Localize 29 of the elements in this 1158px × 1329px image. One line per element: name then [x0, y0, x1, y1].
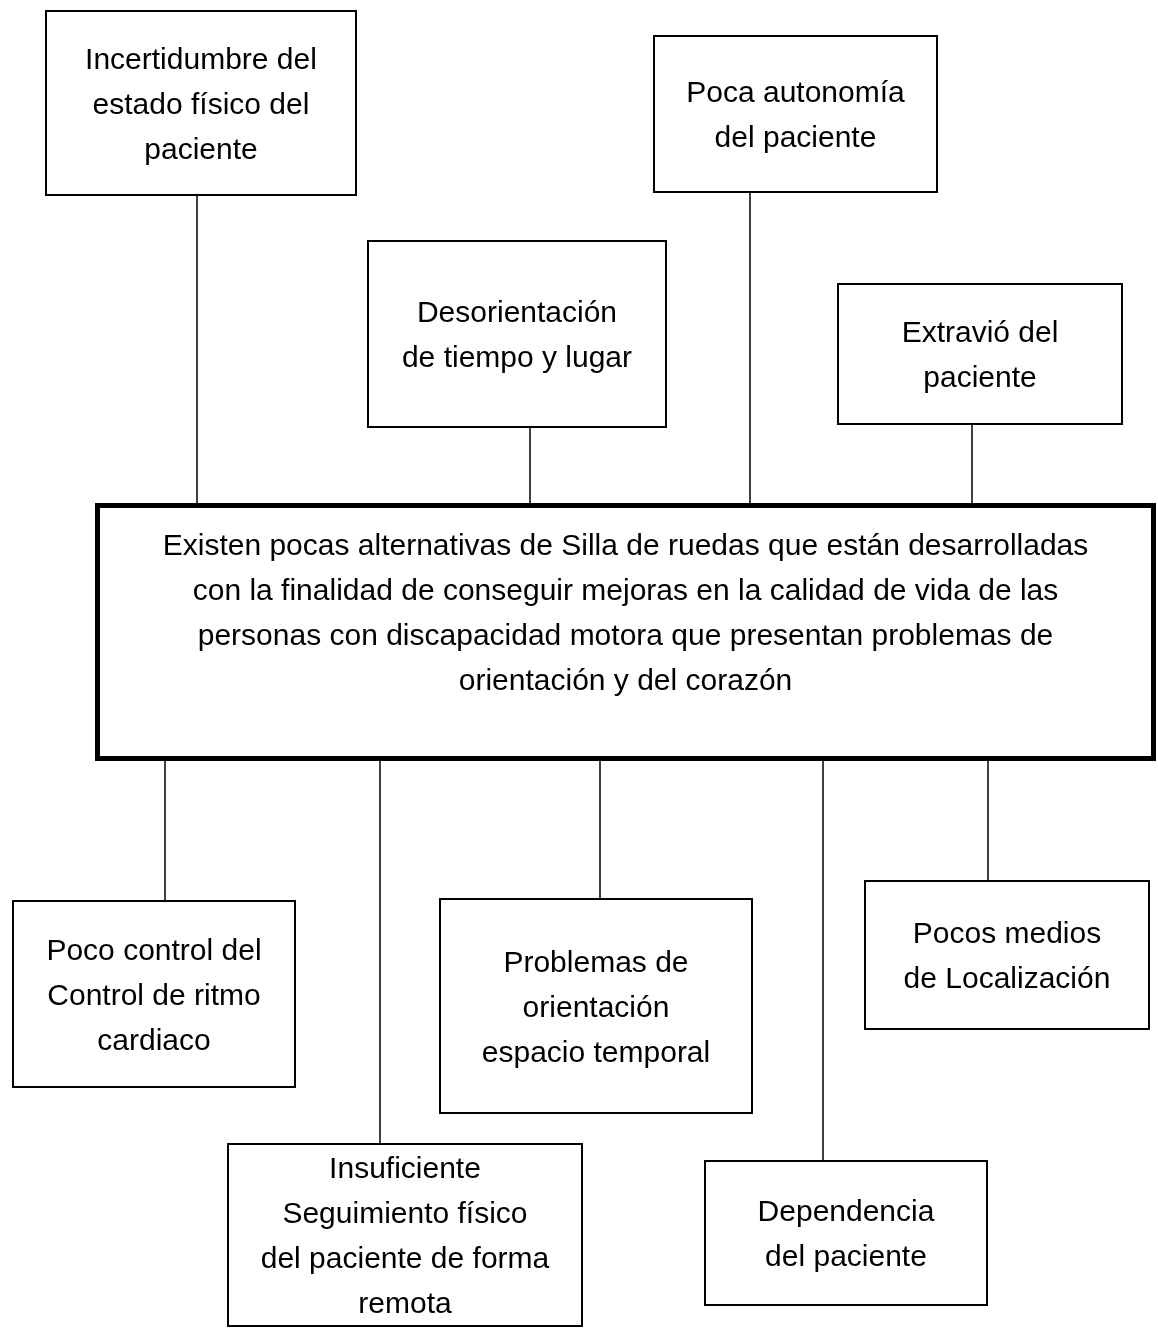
cause-box: [439, 898, 753, 1114]
connector-line: [749, 192, 751, 504]
cause-text: Incertidumbre del estado físico del paciente: [84, 40, 318, 167]
connector-line: [987, 760, 989, 881]
cause-text: Insuficiente Seguimiento físico del paciente de forma remota: [259, 1150, 551, 1321]
cause-box: [45, 10, 357, 196]
connector-line: [164, 760, 166, 901]
connector-line: [822, 760, 824, 1161]
problem-text: Existen pocas alternativas de Silla de ruedas que están desarrolladas con la finalidad de conseguir mejoras en la calidad de vida de las personas con discapacidad motora que presentan problemas de orientación y del corazón: [161, 527, 1090, 698]
connector-line: [971, 424, 973, 504]
cause-box: [864, 880, 1150, 1030]
connector-line: [529, 427, 531, 504]
cause-text: Extravió del paciente: [900, 314, 1060, 395]
cause-box: [653, 35, 938, 193]
cause-box: [12, 900, 296, 1088]
cause-box: [227, 1143, 583, 1327]
problem-box: [95, 503, 1156, 761]
cause-text: Poco control del Control de ritmo cardiaco: [45, 931, 263, 1058]
connector-line: [196, 195, 198, 504]
connector-line: [379, 760, 381, 1144]
cause-box: [367, 240, 667, 428]
cause-text: Desorientación de tiempo y lugar: [400, 294, 634, 375]
cause-box: [837, 283, 1123, 425]
cause-text: Problemas de orientación espacio temporal: [480, 943, 712, 1070]
cause-box: [704, 1160, 988, 1306]
connector-line: [599, 760, 601, 899]
cause-text: Pocos medios de Localización: [902, 915, 1112, 996]
cause-text: Dependencia del paciente: [756, 1193, 936, 1274]
cause-text: Poca autonomía del paciente: [685, 74, 906, 155]
